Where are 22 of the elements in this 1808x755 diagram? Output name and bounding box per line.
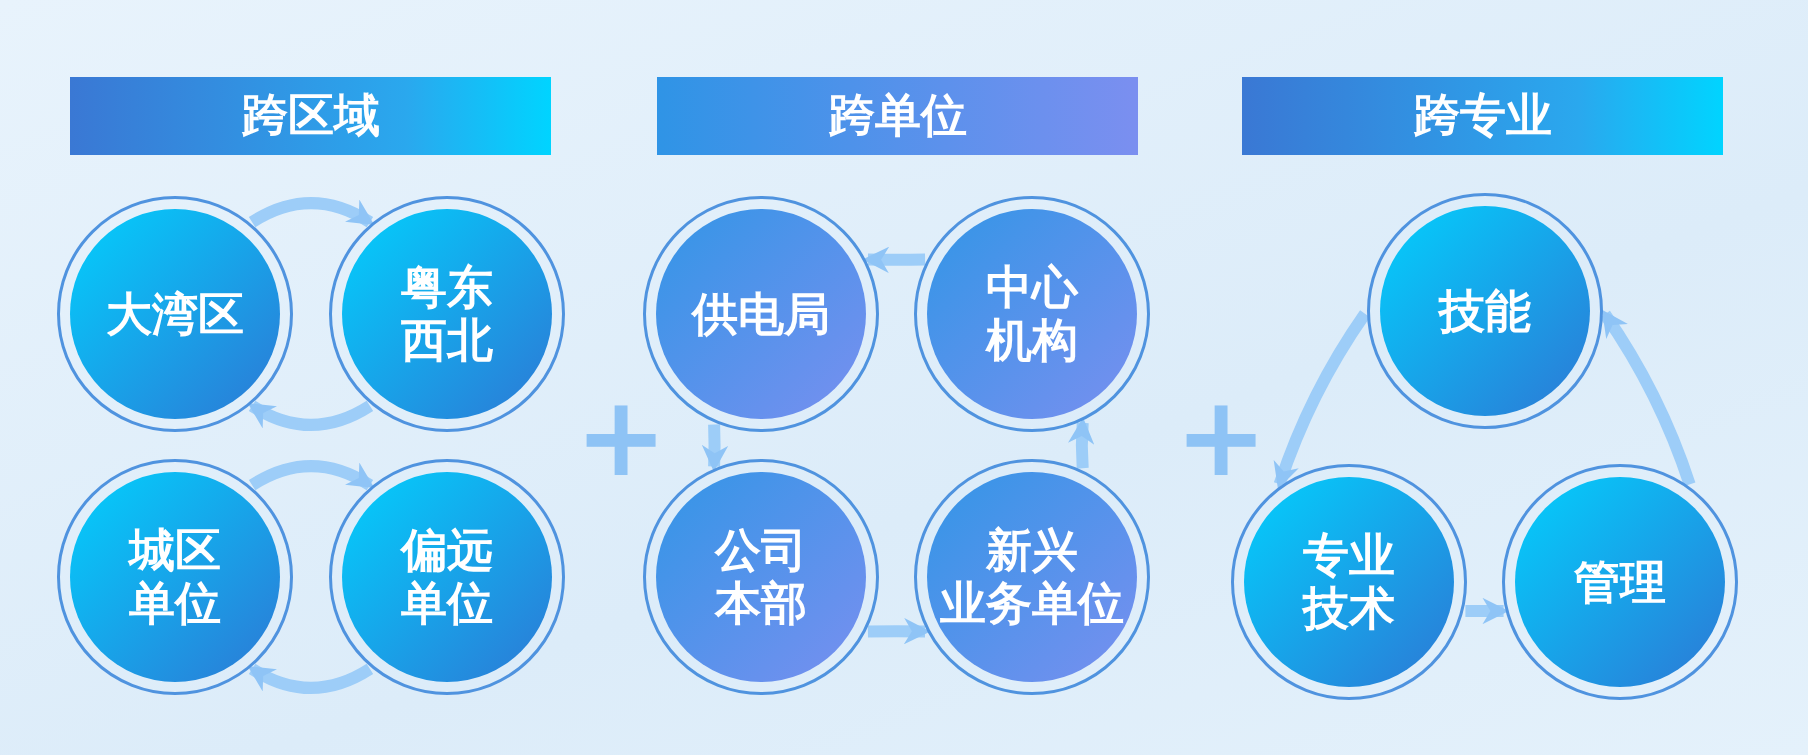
cycle-arrow (701, 424, 729, 472)
cycle-arrow (249, 197, 375, 228)
heading-banner: 跨单位 (657, 77, 1138, 155)
topic-circle: 技能 (1367, 193, 1603, 429)
heading-banner: 跨区域 (70, 77, 551, 155)
cycle-arrow (1273, 310, 1370, 490)
topic-circle: 供电局 (643, 196, 879, 432)
cycle-arrow (247, 663, 373, 694)
topic-circle: 管理 (1502, 464, 1738, 700)
cycle-arrow (1600, 309, 1696, 487)
topic-circle: 中心机构 (914, 196, 1150, 432)
cycle-arrow (1465, 597, 1509, 625)
heading-banner: 跨专业 (1242, 77, 1723, 155)
topic-circle: 大湾区 (57, 196, 293, 432)
cycle-arrow (249, 460, 375, 491)
topic-circle: 偏远单位 (329, 459, 565, 695)
topic-circle: 粤东西北 (329, 196, 565, 432)
topic-circle: 公司本部 (643, 459, 879, 695)
topic-circle: 新兴业务单位 (914, 459, 1150, 695)
cycle-arrow (247, 400, 373, 431)
topic-circle: 城区单位 (57, 459, 293, 695)
topic-circle: 专业技术 (1231, 464, 1467, 700)
